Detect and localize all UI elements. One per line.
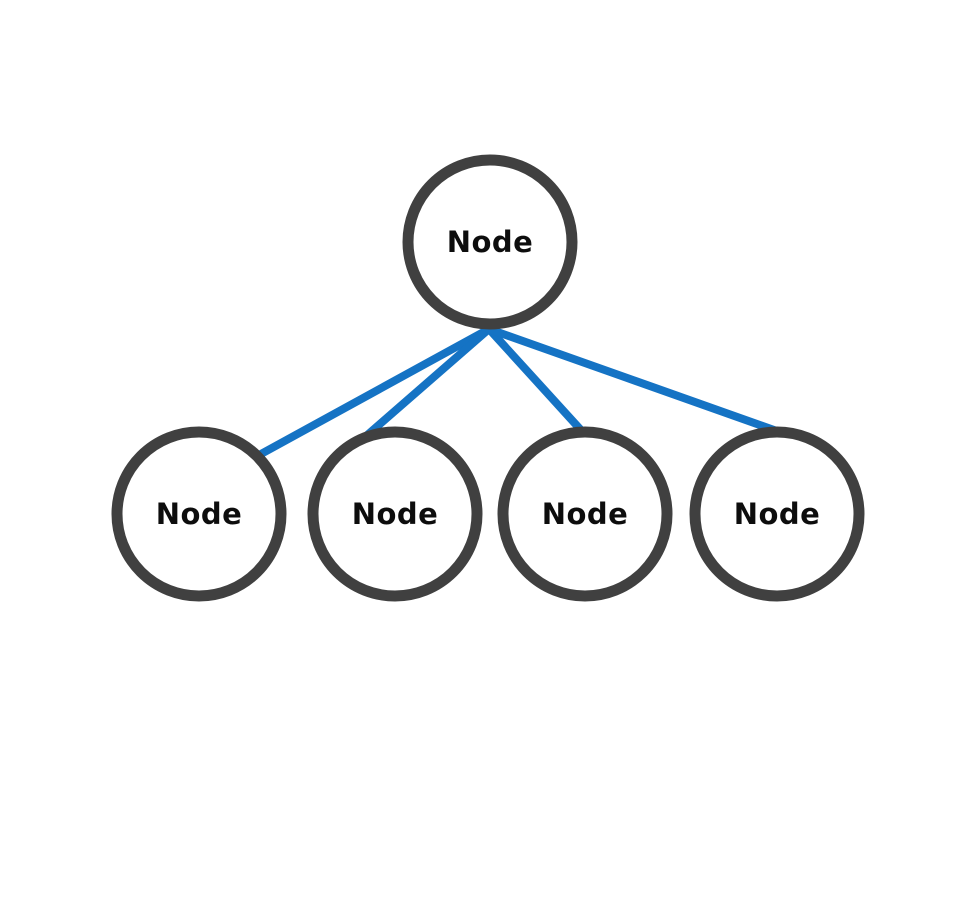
- graph-node-child-3[interactable]: Node: [497, 426, 673, 602]
- node-label: Node: [352, 497, 439, 531]
- graph-node-child-2[interactable]: Node: [307, 426, 483, 602]
- node-circle[interactable]: [111, 426, 287, 602]
- edge-root-child-4[interactable]: [485, 325, 795, 440]
- graph-node-child-1[interactable]: Node: [111, 426, 287, 602]
- node-label: Node: [156, 497, 243, 531]
- node-label: Node: [542, 497, 629, 531]
- node-circle[interactable]: [689, 426, 865, 602]
- graph-node-root[interactable]: Node: [402, 154, 578, 330]
- node-circle[interactable]: [402, 154, 578, 330]
- node-circle[interactable]: [497, 426, 673, 602]
- node-label: Node: [447, 225, 534, 259]
- edge-root-child-1[interactable]: [235, 325, 493, 470]
- graph-node-child-4[interactable]: Node: [689, 426, 865, 602]
- node-label: Node: [734, 497, 821, 531]
- node-circle[interactable]: [307, 426, 483, 602]
